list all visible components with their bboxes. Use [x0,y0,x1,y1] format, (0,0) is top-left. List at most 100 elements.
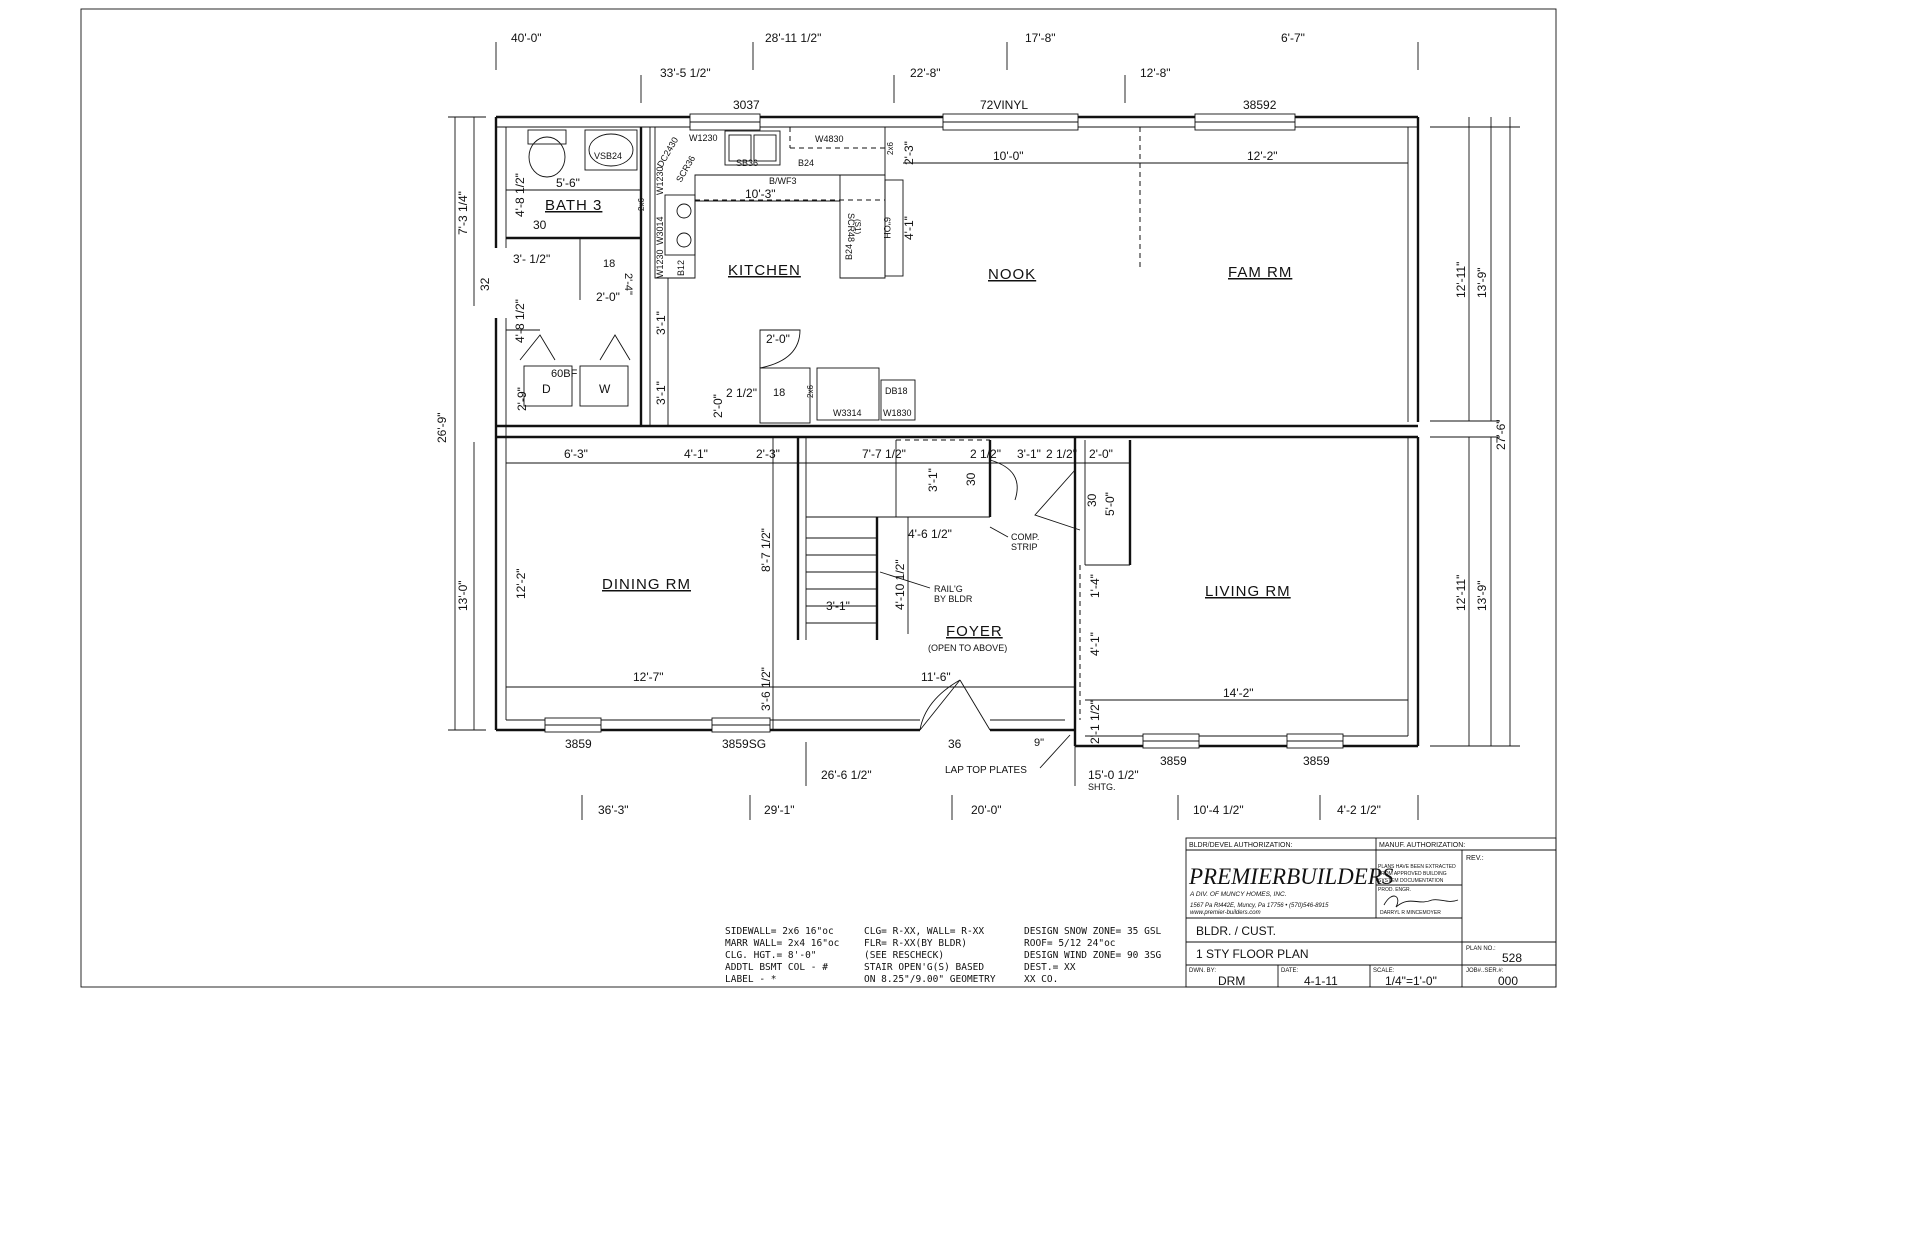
note-lap-top-plates: LAP TOP PLATES [945,765,1027,776]
dashed-lines [655,127,1141,720]
interior-dimensions: 5'-6" 4'-8 1/2" 10'-3" 10'-0" 12'-2" 2'-… [506,141,1408,749]
tb-plan-no: 528 [1502,951,1522,965]
cabinet-w1230-left: W1230 [655,166,665,195]
dim-left-32: 32 [478,277,492,291]
tb-job: 000 [1498,974,1518,988]
dim-7-7: 7'-7 1/2" [862,447,906,461]
dim-2-1: 2'-1 1/2" [1088,700,1102,744]
floor-plan-drawing: 40'-0" 28'-11 1/2" 17'-8" 6'-7" 33'-5 1/… [80,8,1557,988]
dim-top-17-8: 17'-8" [1025,31,1056,45]
dim-top-12-8: 12'-8" [1140,66,1171,80]
title-block: BLDR/DEVEL AUTHORIZATION: MANUF. AUTHORI… [1185,837,1557,988]
note-strip: STRIP [1011,542,1038,552]
door-label-36: 36 [948,737,962,751]
spec-addtl-bsmt: ADDTL BSMT COL - # [725,962,828,973]
room-living: LIVING RM [1205,583,1291,600]
dim-2-4: 2'-4" [622,273,634,295]
plan-notes: COMP. STRIP RAIL'G BY BLDR LAP TOP PLATE… [879,526,1071,776]
dim-bottom-15-0: 15'-0 1/2" [1088,768,1139,782]
dim-10-0: 10'-0" [993,149,1024,163]
closet-18-stair: 18 [773,387,785,399]
dim-2-3-hall: 2'-3" [756,447,780,461]
dim-8-7: 8'-7 1/2" [759,528,773,572]
spec-clg-hgt: CLG. HGT.= 8'-0" [725,950,817,961]
dim-right-12-11-bottom: 12'-11" [1454,575,1468,611]
cabinet-sb36: SB36 [736,158,758,168]
dim-4-1-kitchen: 4'-1" [902,216,916,240]
spec-snow-zone: DESIGN SNOW ZONE= 35 GSL [1024,926,1162,937]
tb-signature [1383,895,1459,908]
tb-job-label: JOB#..SER.#: [1466,968,1504,974]
specs-block: SIDEWALL= 2x6 16"oc MARR WALL= 2x4 16"oc… [725,926,1162,985]
dim-4-8-bath: 4'-8 1/2" [513,173,527,217]
dim-left-13-0: 13'-0" [456,580,470,611]
spec-sidewall: SIDEWALL= 2x6 16"oc [725,926,834,937]
dim-9: 9" [1034,737,1044,749]
dim-14-2: 14'-2" [1223,686,1254,700]
room-bath-3: BATH 3 [545,197,602,214]
dim-bottom-26-6: 26'-6 1/2" [821,768,872,782]
cabinet-scr48: SCR48 [846,213,856,242]
dim-2-9: 2'-9" [515,387,529,411]
dim-bottom-4-2: 4'-2 1/2" [1337,803,1381,817]
bottom-dimensions: 3859 3859SG 36 3859 3859 26'-6 1/2" 15'-… [565,737,1419,820]
dim-4-1-hall: 4'-1" [684,447,708,461]
tb-plans-note-2: FROM APPROVED BUILDING [1378,871,1447,877]
dim-right-13-9-bottom: 13'-9" [1475,580,1489,611]
tb-website: www.premier-builders.com [1190,910,1261,916]
cabinet-w1230-top: W1230 [689,133,718,143]
cabinet-w1830: W1830 [883,408,912,418]
laundry [519,334,631,407]
room-foyer: FOYER [946,623,1003,640]
closet-18-bath: 18 [603,258,615,270]
dim-10-3: 10'-3" [745,187,776,201]
cabinet-vsb24: VSB24 [594,151,622,161]
dim-2-half-a: 2 1/2" [970,447,1001,461]
note-comp: COMP. [1011,532,1039,542]
appliances [759,329,916,424]
dim-4-6: 4'-6 1/2" [908,527,952,541]
dim-12-7: 12'-7" [633,670,664,684]
cabinet-b12: B12 [676,260,686,276]
dim-3-6: 3'-6 1/2" [759,667,773,711]
dim-2-0-stair-side: 2'-0" [711,394,725,418]
cabinet-6oh: 6"OH [882,217,892,239]
dim-12-2-fam: 12'-2" [1247,149,1278,163]
tb-prod-engr: PROD. ENGR. [1378,887,1411,893]
dim-left-7-3: 7'-3 1/4" [456,191,470,235]
dim-bottom-36-3: 36'-3" [598,803,629,817]
tb-engineer: DARRYL R MINCEMOYER [1380,910,1441,916]
dim-top-28-11: 28'-11 1/2" [765,31,821,45]
note-by-bldr: BY BLDR [934,594,973,604]
foyer-note: (OPEN TO ABOVE) [928,643,1007,653]
left-dimensions: 7'-3 1/4" 32 26'-9" 13'-0" [435,116,492,731]
room-dining: DINING RM [602,576,691,593]
tb-dwn-by: DRM [1218,974,1245,988]
tb-scale-label: SCALE: [1373,968,1395,974]
cabinet-dc2430: DC2430 [655,135,680,169]
window-label-3859sg: 3859SG [722,737,766,751]
tb-division: A DIV. OF MUNCY HOMES, INC. [1189,891,1287,898]
dim-bottom-29-1: 29'-1" [764,803,795,817]
dim-left-26-9: 26'-9" [435,412,449,443]
dim-2-0-stair-top: 2'-0" [766,332,790,346]
spec-dest: DEST.= XX [1024,962,1076,973]
interior-walls [506,127,1132,640]
window-label-3859-c: 3859 [1303,754,1330,768]
dim-right-27-6: 27'-6" [1494,419,1508,450]
dim-3-1-lower: 3'-1" [654,381,668,405]
spec-clg-r: CLG= R-XX, WALL= R-XX [864,926,984,937]
top-openings [544,113,1344,749]
cabinet-bwf3: B/WF3 [769,176,797,186]
tb-plan-title: 1 STY FLOOR PLAN [1196,947,1308,961]
spec-county: XX CO. [1024,974,1058,985]
cabinet-s1: (S1) [853,219,862,234]
dim-top-40-0: 40'-0" [511,31,542,45]
dim-1-4: 1'-4" [1088,574,1102,598]
cabinet-labels: VSB24 W1230 DC2430 SCR36 SB36 W4830 B24 … [533,133,1099,507]
dim-3-1-closet: 3'-1" [926,468,940,492]
dim-3-1-upper: 3'-1" [654,311,668,335]
window-label-3037: 3037 [733,98,760,112]
spec-stair-open: STAIR OPEN'G(S) BASED [864,962,984,973]
dim-top-22-8: 22'-8" [910,66,941,80]
